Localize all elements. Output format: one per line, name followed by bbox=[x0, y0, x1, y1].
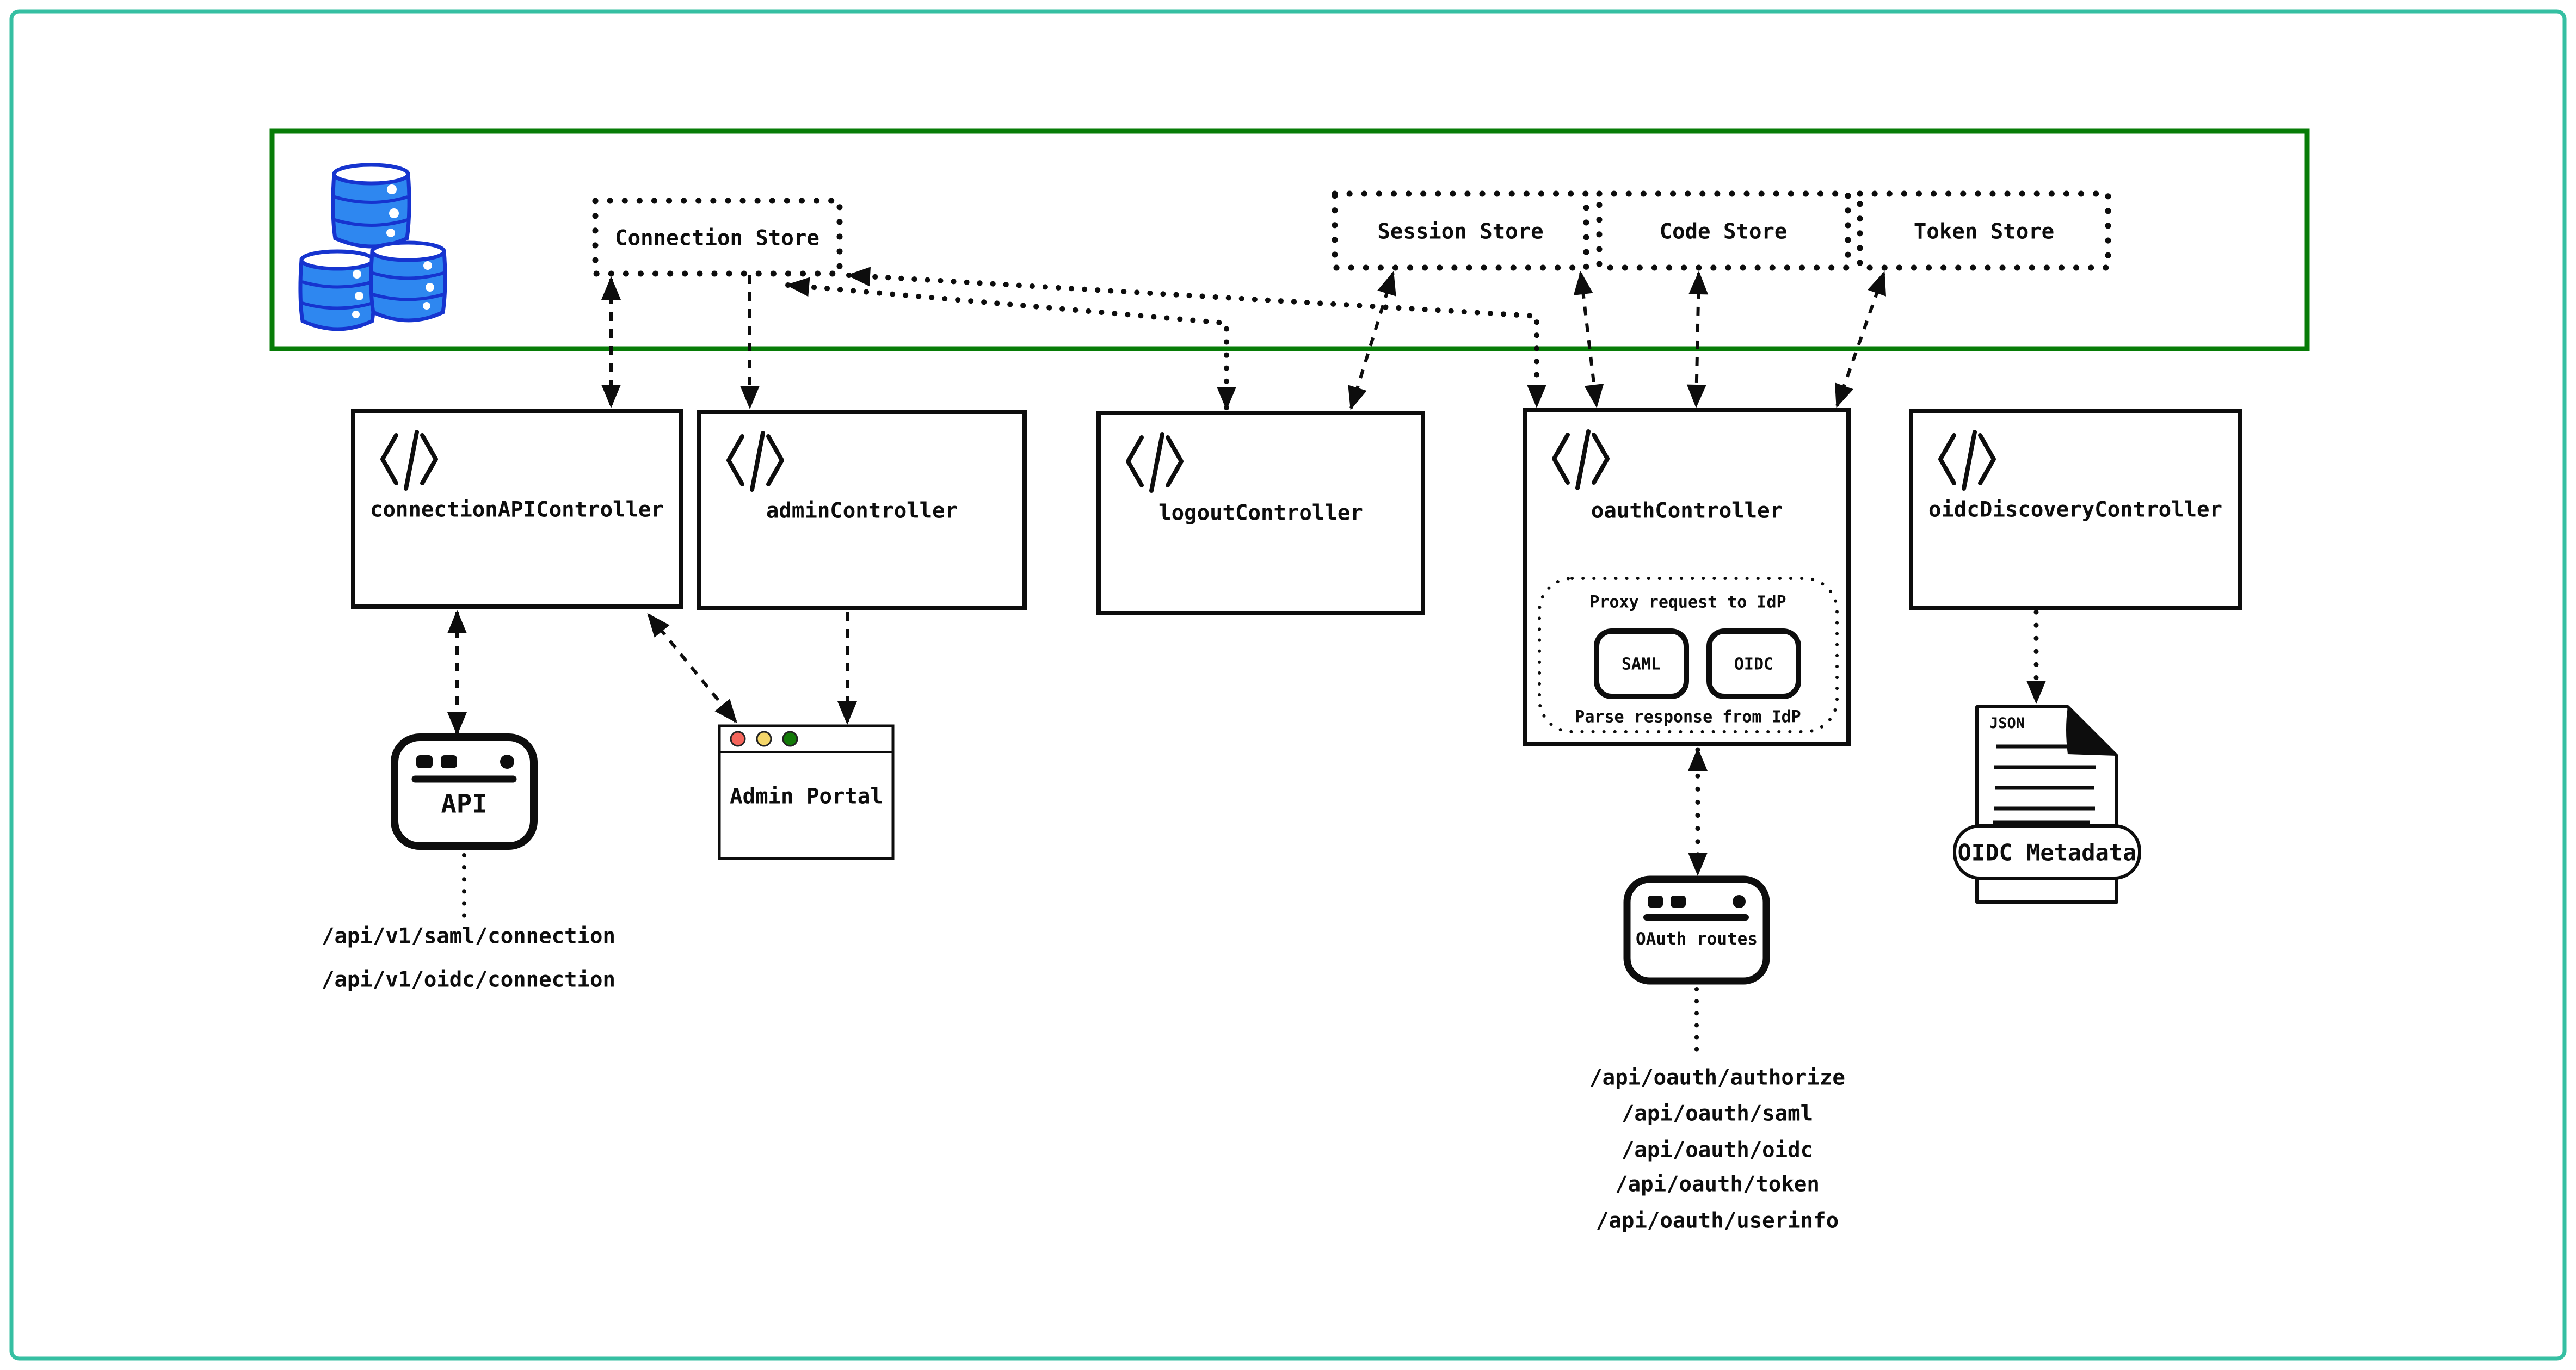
json-type-label: JSON bbox=[1989, 715, 2025, 732]
outer-frame bbox=[9, 9, 2567, 1361]
edge-sessionstore-logoutcontroller bbox=[1348, 271, 1396, 410]
idp-group-footer: Parse response from IdP bbox=[1575, 707, 1801, 727]
api-endpoint-item: /api/v1/saml/connection bbox=[321, 924, 616, 949]
store-box-token bbox=[1857, 190, 2111, 271]
code-tag-icon bbox=[726, 431, 784, 492]
saml-label: SAML bbox=[1621, 655, 1661, 674]
controller-box-connectionapi bbox=[351, 409, 683, 609]
database-cylinders-icon bbox=[298, 163, 447, 331]
traffic-light-yellow bbox=[756, 731, 772, 747]
oidc-metadata-band bbox=[1953, 824, 2141, 880]
controller-label-oauth: oauthController bbox=[1591, 498, 1783, 523]
controller-label-logout: logoutController bbox=[1158, 501, 1363, 526]
oauth-endpoint-item: /api/oauth/oidc bbox=[1621, 1138, 1814, 1163]
oauth-routes-label: OAuth routes bbox=[1636, 929, 1758, 949]
controller-box-admin bbox=[697, 410, 1027, 610]
oidc-metadata-label: OIDC Metadata bbox=[1957, 839, 2137, 866]
oauth-endpoint-item: /api/oauth/saml bbox=[1621, 1101, 1814, 1126]
store-label-connection: Connection Store bbox=[615, 226, 819, 251]
store-label-session: Session Store bbox=[1377, 219, 1544, 244]
controller-label-connectionapi: connectionAPIController bbox=[369, 497, 664, 522]
api-endpoint-item: /api/v1/oidc/connection bbox=[321, 967, 616, 992]
store-label-code: Code Store bbox=[1659, 219, 1788, 244]
code-tag-icon bbox=[1938, 430, 1996, 491]
code-tag-icon bbox=[1126, 432, 1184, 493]
oauth-endpoint-item: /api/oauth/token bbox=[1615, 1172, 1820, 1197]
saml-protocol-box bbox=[1594, 628, 1689, 699]
oidc-label: OIDC bbox=[1734, 655, 1774, 674]
edge-connectionstore-oauthcontroller bbox=[846, 267, 1546, 409]
json-document-icon bbox=[1953, 705, 2141, 904]
controller-box-oidcdiscovery bbox=[1909, 409, 2242, 610]
macos-window-icon bbox=[718, 724, 895, 860]
api-window-label: API bbox=[441, 789, 488, 819]
edge-connectionapicontroller-adminportal bbox=[647, 613, 737, 724]
traffic-light-green bbox=[782, 731, 798, 747]
oidc-protocol-box bbox=[1706, 628, 1801, 699]
edge-tokenstore-oauthcontroller bbox=[1834, 271, 1887, 408]
controller-label-admin: adminController bbox=[766, 498, 958, 523]
store-box-connection bbox=[592, 198, 843, 277]
idp-group-header: Proxy request to IdP bbox=[1589, 593, 1786, 612]
edge-codestore-oauthcontroller bbox=[1686, 271, 1709, 408]
store-label-token: Token Store bbox=[1913, 219, 2055, 244]
oauth-endpoint-item: /api/oauth/authorize bbox=[1589, 1065, 1845, 1090]
oauth-endpoint-item: /api/oauth/userinfo bbox=[1595, 1208, 1839, 1233]
admin-portal-label: Admin Portal bbox=[730, 784, 883, 809]
edge-sessionstore-oauthcontroller bbox=[1573, 271, 1604, 408]
code-tag-icon bbox=[1552, 429, 1610, 490]
browser-window-icon bbox=[391, 733, 538, 850]
controller-label-oidcdiscovery: oidcDiscoveryController bbox=[1928, 497, 2223, 522]
traffic-light-red bbox=[730, 731, 746, 747]
code-tag-icon bbox=[380, 430, 438, 491]
controller-box-logout bbox=[1096, 411, 1425, 615]
idp-proxy-group-box bbox=[1538, 577, 1839, 733]
browser-window-icon bbox=[1623, 875, 1770, 985]
